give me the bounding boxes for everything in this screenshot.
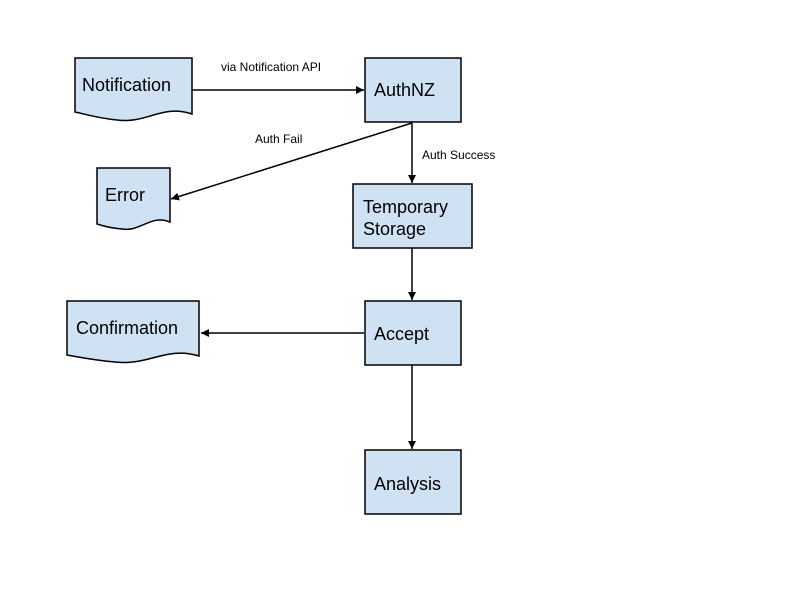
node-label: Notification: [82, 75, 171, 95]
node-authnz: AuthNZ: [364, 57, 462, 123]
node-label: Analysis: [374, 474, 441, 494]
edge-authnz-to-error: Auth Fail: [170, 122, 413, 201]
document-shape: [66, 300, 200, 364]
node-notification: Notification: [74, 57, 193, 122]
process-box: [352, 183, 473, 249]
node-label: Confirmation: [76, 318, 178, 338]
edge-authnz-to-storage: Auth Success: [408, 123, 495, 183]
node-temporary-storage: Temporary Storage: [352, 183, 473, 249]
document-shape: [74, 57, 193, 122]
document-shape: [96, 167, 171, 230]
edge-notification-to-authnz: via Notification API: [192, 60, 364, 94]
node-accept: Accept: [364, 300, 462, 366]
process-box: [364, 57, 462, 123]
node-label-line-1: Temporary: [363, 197, 448, 217]
node-confirmation: Confirmation: [66, 300, 200, 364]
node-analysis: Analysis: [364, 449, 462, 515]
node-label: Error: [105, 185, 145, 205]
process-box: [364, 449, 462, 515]
node-label-line-2: Storage: [363, 219, 426, 239]
edge-label-auth-success: Auth Success: [422, 148, 495, 162]
node-label: AuthNZ: [374, 80, 435, 100]
edge-label-auth-fail: Auth Fail: [255, 132, 302, 146]
edge-line: [170, 122, 413, 201]
process-box: [364, 300, 462, 366]
node-error: Error: [96, 167, 171, 230]
node-label: Accept: [374, 324, 429, 344]
edge-label-via-notification-api: via Notification API: [221, 60, 321, 74]
